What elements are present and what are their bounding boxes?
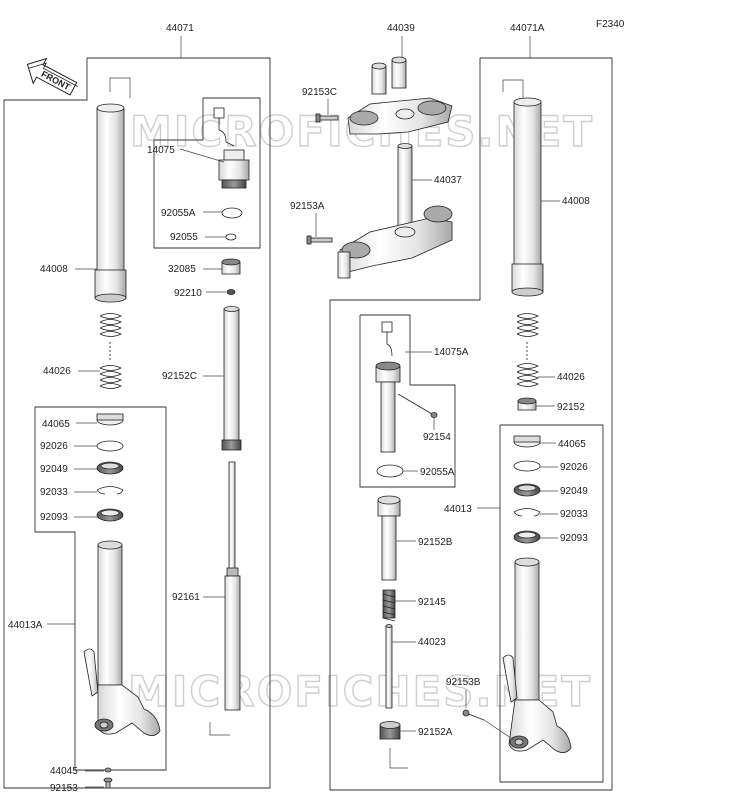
bolt-92153B [462, 709, 485, 721]
label-right-92026: 92026 [560, 462, 588, 473]
diagram-code: F2340 [596, 19, 625, 30]
label-left-44026: 44026 [43, 366, 71, 377]
label-center-92153C: 92153C [302, 87, 337, 98]
label-center-92161: 92161 [172, 592, 200, 603]
label-center-92210: 92210 [174, 288, 202, 299]
label-right-92033: 92033 [560, 509, 588, 520]
bolt-left-92153 [103, 777, 113, 789]
label-left-44045: 44045 [50, 766, 78, 777]
label-left-92093: 92093 [40, 512, 68, 523]
label-center-14075: 14075 [147, 145, 175, 156]
label-left-92026: 92026 [40, 441, 68, 452]
damper-cap-14075A [375, 321, 401, 453]
label-center-92153A: 92153A [290, 201, 325, 212]
label-center-92055A: 92055A [161, 208, 196, 219]
label-right-92152B: 92152B [418, 537, 453, 548]
collar-92152B [377, 495, 401, 581]
collar-92152C [221, 306, 242, 451]
label-44071A: 44071A [510, 23, 545, 34]
label-right-44023: 44023 [418, 637, 446, 648]
nut-92152A [379, 721, 401, 740]
inner-tube-left [94, 103, 127, 303]
spring-92145 [382, 589, 396, 622]
label-left-92033: 92033 [40, 487, 68, 498]
label-right-92152: 92152 [557, 402, 585, 413]
rod-92161 [224, 461, 241, 711]
label-right-44065: 44065 [558, 439, 586, 450]
label-center-92055: 92055 [170, 232, 198, 243]
bolt-92153C [315, 113, 339, 123]
upper-triple-clamp [347, 56, 453, 135]
frame-right-seals [499, 424, 604, 783]
screw-92154 [397, 393, 438, 418]
steering-stem [337, 143, 453, 279]
label-left-44008: 44008 [40, 264, 68, 275]
label-left-92153: 92153 [50, 783, 78, 794]
label-right-92154: 92154 [423, 432, 451, 443]
frame-right-fork [329, 57, 613, 791]
nut-32085 [221, 258, 241, 275]
label-left-44065: 44065 [42, 419, 70, 430]
label-right-44008: 44008 [562, 196, 590, 207]
label-right-14075A: 14075A [434, 347, 469, 358]
label-right-44013: 44013 [444, 504, 472, 515]
label-right-92093: 92093 [560, 533, 588, 544]
outer-tube-left [83, 540, 161, 736]
rod-44023 [385, 624, 393, 709]
front-arrow-icon: FRONT [26, 57, 79, 96]
label-center-32085: 32085 [168, 264, 196, 275]
label-center-92152C: 92152C [162, 371, 197, 382]
collar-right-92152 [517, 397, 537, 411]
frame-left-seals [34, 406, 167, 771]
label-right-92049: 92049 [560, 486, 588, 497]
label-right-92153B: 92153B [446, 677, 481, 688]
label-right-44026: 44026 [557, 372, 585, 383]
label-44039: 44039 [387, 23, 415, 34]
bolt-92153A [306, 235, 333, 245]
label-right-92055A: 92055A [420, 467, 455, 478]
damper-cap-14075 [213, 107, 250, 189]
label-left-92049: 92049 [40, 464, 68, 475]
frame-center-damper [153, 97, 261, 249]
spring-left [99, 313, 122, 389]
label-right-92145: 92145 [418, 597, 446, 608]
label-center-44037: 44037 [434, 175, 462, 186]
outer-tube-right [502, 557, 572, 753]
frame-left-fork [3, 57, 271, 789]
spring-right [516, 313, 539, 387]
inner-tube-right [511, 97, 544, 297]
label-right-92152A: 92152A [418, 727, 453, 738]
label-left-44013A: 44013A [8, 620, 43, 631]
frame-right-damper [359, 314, 456, 488]
label-44071: 44071 [166, 23, 194, 34]
